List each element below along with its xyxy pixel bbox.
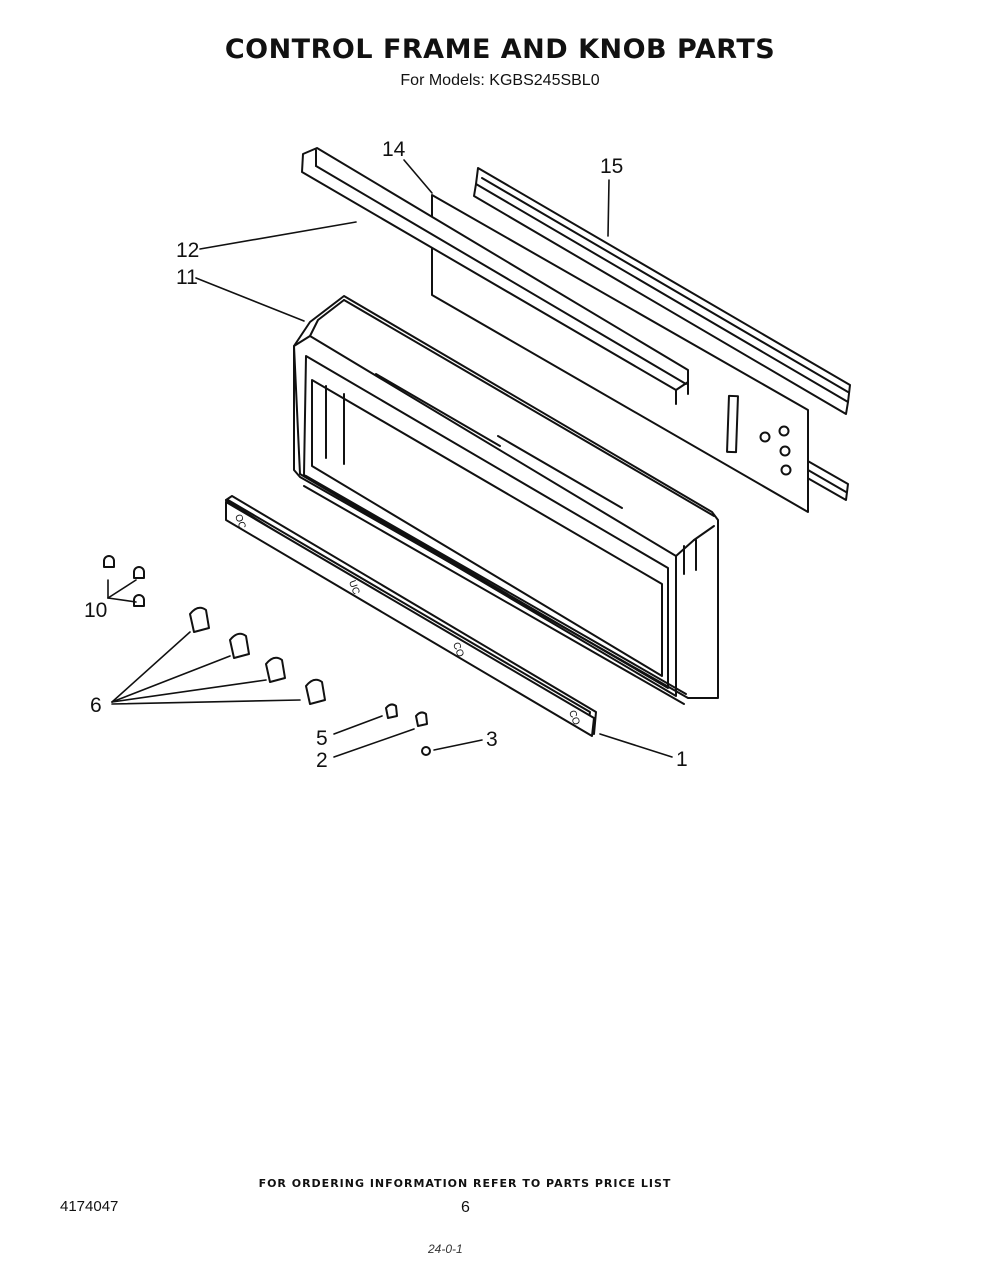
large-knob [189, 606, 210, 633]
large-knob [305, 678, 326, 705]
panel-hole [780, 464, 792, 476]
strip-markings: OC UC CO CO [232, 513, 582, 727]
part-12-trim-strip [301, 147, 689, 405]
document-number: 4174047 [60, 1198, 119, 1215]
callout-2: 2 [316, 749, 328, 772]
page-number: 6 [461, 1199, 470, 1216]
handwritten-note: 24-0-1 [428, 1242, 463, 1256]
strip-mark: CO [450, 641, 466, 659]
page-title: CONTROL FRAME AND KNOB PARTS [224, 34, 776, 65]
part-5-knob [385, 703, 398, 719]
callout-12: 12 [176, 239, 199, 262]
callout-labels: 14 15 12 11 10 6 5 2 3 1 [84, 138, 688, 772]
strip-mark: CO [566, 709, 582, 727]
panel-hole [759, 431, 771, 443]
callout-14: 14 [382, 138, 406, 161]
part-1-front-strip [225, 495, 597, 737]
large-knob [265, 656, 286, 683]
part-10-small-knobs [103, 555, 145, 607]
callout-3: 3 [486, 728, 498, 751]
small-knob [103, 555, 115, 568]
large-knob [229, 632, 250, 659]
small-knob [133, 566, 145, 579]
part-2-knob [415, 711, 428, 727]
strip-mark: OC [232, 513, 247, 531]
leader-lines [107, 159, 673, 758]
panel-hole [778, 425, 790, 437]
ordering-note: FOR ORDERING INFORMATION REFER TO PARTS … [258, 1177, 672, 1190]
small-knob [133, 594, 145, 607]
callout-5: 5 [316, 727, 328, 750]
strip-mark: UC [346, 579, 361, 596]
part-6-large-knobs [189, 606, 326, 705]
model-subtitle: For Models: KGBS245SBL0 [400, 72, 600, 89]
part-11-control-frame [293, 295, 719, 705]
callout-11: 11 [176, 266, 198, 289]
part-3-fastener [421, 746, 431, 756]
callout-15: 15 [600, 155, 623, 178]
callout-1: 1 [676, 748, 688, 771]
panel-hole [779, 445, 791, 457]
callout-10: 10 [84, 599, 107, 622]
callout-6: 6 [90, 694, 102, 717]
part-15-rear-rail [473, 167, 851, 501]
